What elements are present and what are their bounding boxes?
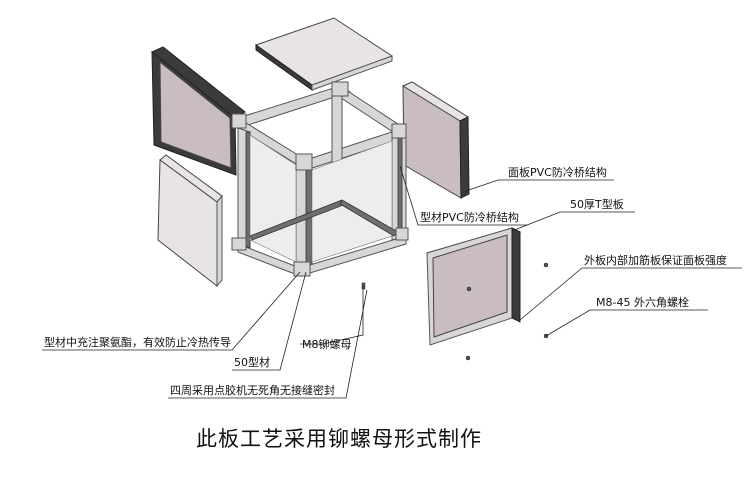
label-profile-pvc: 型材PVC防冷桥结构 bbox=[420, 210, 519, 224]
right-side-panel bbox=[401, 81, 470, 199]
top-left-panel bbox=[151, 46, 246, 176]
label-seal: 四周采用点胶机无死角无接缝密封 bbox=[170, 383, 335, 397]
bottom-left-panel bbox=[157, 154, 223, 288]
label-face-pvc: 面板PVC防冷桥结构 bbox=[508, 165, 607, 179]
label-m8-45: M8-45 外六角螺栓 bbox=[596, 295, 689, 309]
label-foam-fill: 型材中充注聚氨酯，有效防止冷热传导 bbox=[44, 335, 231, 349]
top-lid-panel bbox=[254, 17, 394, 91]
loose-bolts bbox=[361, 262, 549, 361]
label-m8-nut: M8铆螺母 bbox=[302, 337, 352, 351]
leader-lines bbox=[42, 165, 742, 399]
frame-cube bbox=[231, 81, 409, 277]
label-inner-reinforce: 外板内部加筋板保证面板强度 bbox=[584, 253, 727, 267]
label-t-plate: 50厚T型板 bbox=[570, 197, 624, 211]
label-profile-50: 50型材 bbox=[234, 355, 270, 369]
front-panel-t-plate bbox=[425, 227, 522, 346]
caption-title: 此板工艺采用铆螺母形式制作 bbox=[196, 427, 482, 451]
